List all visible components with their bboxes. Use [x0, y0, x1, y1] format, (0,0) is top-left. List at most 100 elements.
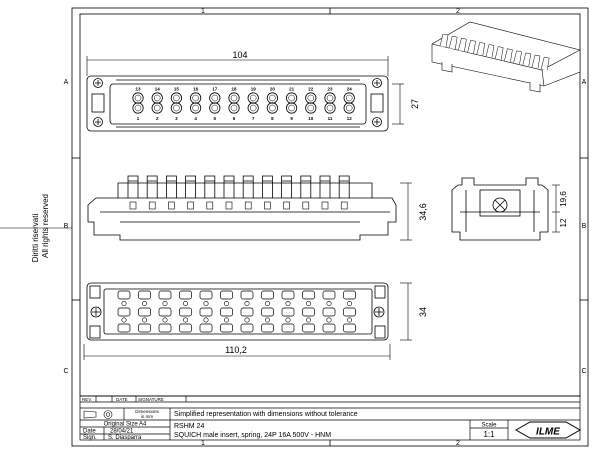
bottom-clamp-2-1	[117, 307, 131, 317]
bottom-clamp-3-1	[117, 323, 131, 333]
front-contact-top-7	[247, 92, 259, 104]
front-top-number-11: 23	[327, 87, 333, 92]
side-view-spring-latches	[127, 175, 350, 210]
front-contact-top-inner-8	[269, 94, 276, 102]
bottom-clamp-2-9	[281, 307, 295, 317]
front-bottom-number-4: 4	[194, 116, 197, 121]
bottom-spring-clamp-grid	[117, 290, 356, 333]
bottom-width-dimension: 110,2	[225, 345, 247, 355]
front-top-number-5: 17	[212, 87, 218, 92]
bottom-clamp-2-4	[179, 307, 192, 317]
front-top-number-9: 21	[289, 87, 295, 92]
front-screw-left-top	[93, 78, 103, 88]
side-latch-10	[300, 175, 312, 198]
iso-latch-10	[522, 52, 532, 66]
iso-latch-8	[504, 48, 513, 62]
side-latch-6	[223, 175, 235, 198]
bottom-clamp-2-7	[240, 307, 254, 317]
front-contact-top-inner-11	[326, 94, 334, 102]
side-latch-1	[127, 175, 139, 198]
front-contact-top-3	[170, 92, 182, 104]
front-contact-grid	[132, 92, 355, 114]
side-latch-window-2	[148, 201, 156, 210]
row-label-a-left: A	[64, 79, 69, 86]
iso-latch-3	[458, 37, 467, 52]
bottom-hole-top-8	[264, 300, 270, 306]
bottom-clamp-3-11	[322, 323, 336, 333]
front-contact-bottom-inner-10	[307, 104, 315, 112]
front-screw-right-top	[372, 78, 382, 88]
rights-reserved-note: All rights reserved	[41, 194, 50, 258]
front-contact-bottom-10	[305, 102, 317, 114]
row-label-c-right: C	[581, 368, 586, 375]
side-latch-7	[242, 175, 254, 198]
front-bottom-number-9: 9	[290, 116, 293, 121]
bottom-hole-top-9	[285, 300, 291, 306]
part-code: RSHM 24	[174, 423, 204, 430]
bottom-hole-top-12	[346, 300, 352, 306]
iso-latch-1	[439, 33, 449, 48]
front-contact-bottom-2	[151, 102, 163, 114]
front-top-number-10: 22	[308, 87, 314, 92]
side-view	[87, 182, 397, 241]
bottom-hole-top-1	[121, 300, 127, 306]
bottom-hole-bottom-7	[244, 317, 250, 323]
dimensions-label: Dimensions	[135, 409, 159, 414]
iso-latch-7	[494, 46, 504, 60]
ilme-logo-text: ILME	[536, 427, 560, 438]
front-contact-top-inner-4	[192, 94, 199, 102]
bottom-clamp-1-1	[117, 290, 131, 300]
side-latch-window-4	[187, 201, 194, 210]
bottom-clamp-1-6	[220, 290, 233, 300]
front-contact-top-inner-9	[288, 94, 295, 102]
front-contact-bottom-inner-4	[192, 104, 199, 112]
bottom-hole-top-3	[162, 300, 168, 306]
bottom-clamp-3-8	[261, 323, 274, 333]
front-top-number-12: 24	[347, 87, 353, 92]
bottom-clamp-2-5	[199, 307, 213, 317]
front-contact-top-9	[285, 92, 298, 104]
front-contact-top-6	[228, 92, 240, 104]
bottom-hole-top-4	[183, 300, 189, 306]
side-latch-2	[146, 175, 158, 198]
bottom-clamp-3-3	[158, 323, 172, 333]
bottom-clamp-2-6	[220, 307, 233, 317]
bottom-hole-top-11	[326, 300, 332, 306]
front-bottom-number-10: 10	[308, 116, 314, 121]
date-label: Date	[83, 429, 96, 435]
front-bottom-number-11: 11	[328, 116, 333, 121]
front-bottom-number-7: 7	[252, 116, 255, 121]
front-contact-top-2	[151, 92, 163, 104]
bottom-clamp-2-12	[343, 307, 356, 317]
iso-latch-6	[485, 44, 495, 58]
front-screw-right-bottom	[372, 117, 382, 127]
front-top-number-6: 18	[231, 87, 237, 92]
front-bottom-number-2: 2	[156, 116, 159, 121]
side-latch-window-1	[129, 201, 137, 210]
front-bottom-number-12: 12	[347, 116, 353, 121]
side-latch-11	[319, 175, 331, 198]
front-contact-top-12	[343, 92, 355, 104]
bottom-screw-right	[373, 306, 385, 318]
side-latch-window-5	[206, 201, 214, 210]
bottom-clamp-1-5	[199, 290, 213, 300]
end-view-ilme-mark	[492, 197, 508, 213]
front-top-number-8: 20	[270, 87, 276, 92]
sign-label: Sign.	[83, 435, 97, 441]
front-width-dimension: 104	[232, 50, 247, 60]
signature-header: SIGNATURE	[138, 397, 164, 402]
bottom-hole-bottom-10	[305, 317, 311, 323]
front-contact-bottom-8	[266, 102, 278, 114]
front-bottom-number-5: 5	[214, 116, 217, 121]
front-dimension-lines	[86, 56, 404, 125]
title-block	[79, 395, 581, 441]
front-contact-bottom-inner-3	[173, 104, 180, 112]
front-contact-bottom-inner-1	[134, 104, 142, 112]
front-contact-bottom-inner-9	[288, 104, 295, 112]
side-latch-window-9	[283, 201, 290, 210]
sign-value: S. Diasparra	[108, 435, 142, 441]
bottom-clamp-3-10	[302, 323, 315, 333]
row-label-a-right: A	[582, 79, 587, 86]
front-contact-bottom-inner-2	[153, 104, 161, 112]
bottom-clamp-3-6	[220, 323, 233, 333]
